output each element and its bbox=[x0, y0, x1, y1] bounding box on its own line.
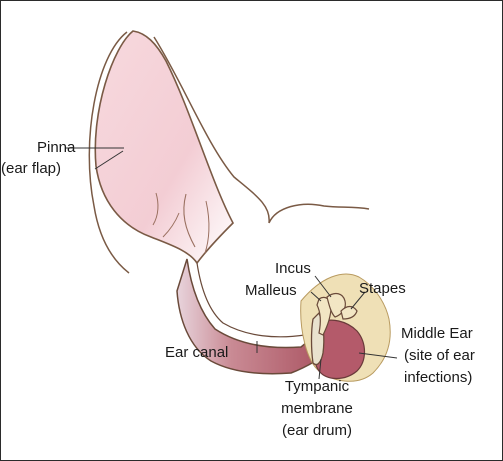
pinna-shape bbox=[95, 31, 233, 263]
label-tympanic-sub2: (ear drum) bbox=[267, 421, 367, 441]
label-middle-ear: Middle Ear bbox=[401, 324, 473, 344]
label-pinna-sub: (ear flap) bbox=[1, 159, 61, 179]
label-malleus: Malleus bbox=[245, 281, 297, 301]
label-ear-canal: Ear canal bbox=[165, 343, 228, 363]
label-pinna: Pinna bbox=[37, 138, 75, 158]
label-tympanic-sub1: membrane bbox=[267, 399, 367, 419]
label-middle-ear-sub2: infections) bbox=[404, 368, 472, 388]
label-tympanic: Tympanic bbox=[267, 377, 367, 397]
label-incus: Incus bbox=[275, 259, 311, 279]
label-middle-ear-sub1: (site of ear bbox=[404, 346, 475, 366]
label-stapes: Stapes bbox=[359, 279, 406, 299]
